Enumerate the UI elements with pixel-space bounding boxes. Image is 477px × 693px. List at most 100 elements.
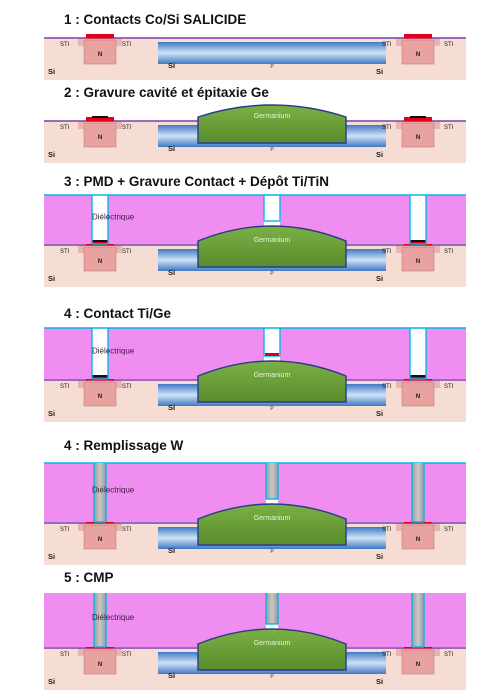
silicide-contact	[404, 117, 432, 122]
sti-label: STI	[122, 249, 132, 255]
dielectric-block	[44, 593, 94, 647]
sti-label: STI	[122, 652, 132, 658]
si-label: Si	[168, 61, 175, 70]
sti-label: STI	[382, 125, 392, 131]
sti-label: STI	[122, 384, 132, 390]
p-label: P	[270, 549, 274, 555]
si-label: Si	[168, 403, 175, 412]
n-region-label: N	[416, 394, 420, 400]
sti-label: STI	[444, 125, 454, 131]
dielectric-block	[44, 328, 92, 379]
sti-label: STI	[60, 249, 70, 255]
dielectric-label: Diélectrique	[92, 347, 135, 356]
sti-label: STI	[382, 652, 392, 658]
n-region-label: N	[98, 259, 102, 265]
si-label: Si	[168, 671, 175, 680]
sti-label: STI	[444, 249, 454, 255]
process-step-3: 3 : PMD + Gravure Contact + Dépôt Ti/TiN…	[44, 174, 466, 287]
n-region	[83, 39, 117, 65]
dielectric-label: Diélectrique	[92, 486, 135, 495]
silicide-contact	[86, 117, 114, 122]
n-region	[401, 122, 435, 148]
n-region	[83, 381, 117, 407]
tungsten-plug	[412, 593, 424, 647]
sti-label: STI	[122, 42, 132, 48]
p-label: P	[270, 406, 274, 412]
step-title: 4 : Remplissage W	[64, 438, 184, 453]
n-region-label: N	[416, 259, 420, 265]
ti-ge-contact	[265, 353, 279, 356]
dielectric-block	[426, 328, 466, 379]
p-label: P	[270, 674, 274, 680]
si-label: Si	[48, 409, 55, 418]
step-title: 2 : Gravure cavité et épitaxie Ge	[64, 85, 269, 100]
n-region	[83, 524, 117, 550]
tungsten-plug	[412, 463, 424, 522]
p-label: P	[270, 64, 274, 70]
sti-label: STI	[444, 42, 454, 48]
silicide-contact	[86, 376, 114, 381]
n-region	[401, 39, 435, 65]
tungsten-plug	[266, 463, 278, 499]
sti-label: STI	[382, 384, 392, 390]
sti-label: STI	[444, 527, 454, 533]
sti-label: STI	[382, 249, 392, 255]
p-well-region	[158, 42, 386, 64]
silicide-contact	[86, 34, 114, 39]
sti-label: STI	[60, 527, 70, 533]
sti-label: STI	[60, 384, 70, 390]
dielectric-block	[44, 463, 94, 522]
step-title: 4 : Contact Ti/Ge	[64, 306, 172, 321]
si-label: Si	[376, 274, 383, 283]
n-region	[401, 246, 435, 272]
sti-label: STI	[60, 125, 70, 131]
si-label: Si	[48, 150, 55, 159]
n-region	[83, 122, 117, 148]
sti-label: STI	[444, 384, 454, 390]
n-region	[401, 381, 435, 407]
si-label: Si	[376, 67, 383, 76]
n-region-label: N	[416, 52, 420, 58]
si-label: Si	[48, 552, 55, 561]
si-label: Si	[48, 274, 55, 283]
germanium-epitaxy	[197, 360, 347, 403]
si-label: Si	[48, 67, 55, 76]
step-title: 1 : Contacts Co/Si SALICIDE	[64, 12, 246, 27]
germanium-epitaxy	[197, 104, 347, 144]
sti-label: STI	[382, 42, 392, 48]
n-region-label: N	[416, 662, 420, 668]
contact-cap	[92, 375, 108, 377]
tungsten-plug	[94, 593, 106, 647]
n-region-label: N	[416, 135, 420, 141]
germanium-epitaxy	[197, 628, 347, 671]
dielectric-block	[44, 195, 92, 244]
contact-cap	[92, 240, 108, 242]
germanium-label: Germanium	[254, 237, 291, 244]
dielectric-label: Diélectrique	[92, 613, 135, 622]
n-region-label: N	[98, 135, 102, 141]
n-region	[401, 524, 435, 550]
germanium-label: Germanium	[254, 372, 291, 379]
sti-label: STI	[444, 652, 454, 658]
germanium-label: Germanium	[254, 640, 291, 647]
n-region	[401, 649, 435, 675]
n-region-label: N	[98, 52, 102, 58]
si-label: Si	[48, 677, 55, 686]
process-step-2: 2 : Gravure cavité et épitaxie Ge N N STI ST…	[44, 85, 466, 163]
si-label: Si	[168, 144, 175, 153]
contact-cap	[410, 375, 426, 377]
n-region	[83, 649, 117, 675]
silicide-contact	[404, 34, 432, 39]
contact-cap	[92, 116, 108, 118]
n-region-label: N	[98, 537, 102, 543]
si-label: Si	[168, 268, 175, 277]
silicide-contact	[404, 376, 432, 381]
tungsten-plug	[266, 593, 278, 624]
dielectric-label: Diélectrique	[92, 213, 135, 222]
step-title: 3 : PMD + Gravure Contact + Dépôt Ti/TiN	[64, 174, 329, 189]
si-label: Si	[168, 546, 175, 555]
sti-label: STI	[60, 652, 70, 658]
